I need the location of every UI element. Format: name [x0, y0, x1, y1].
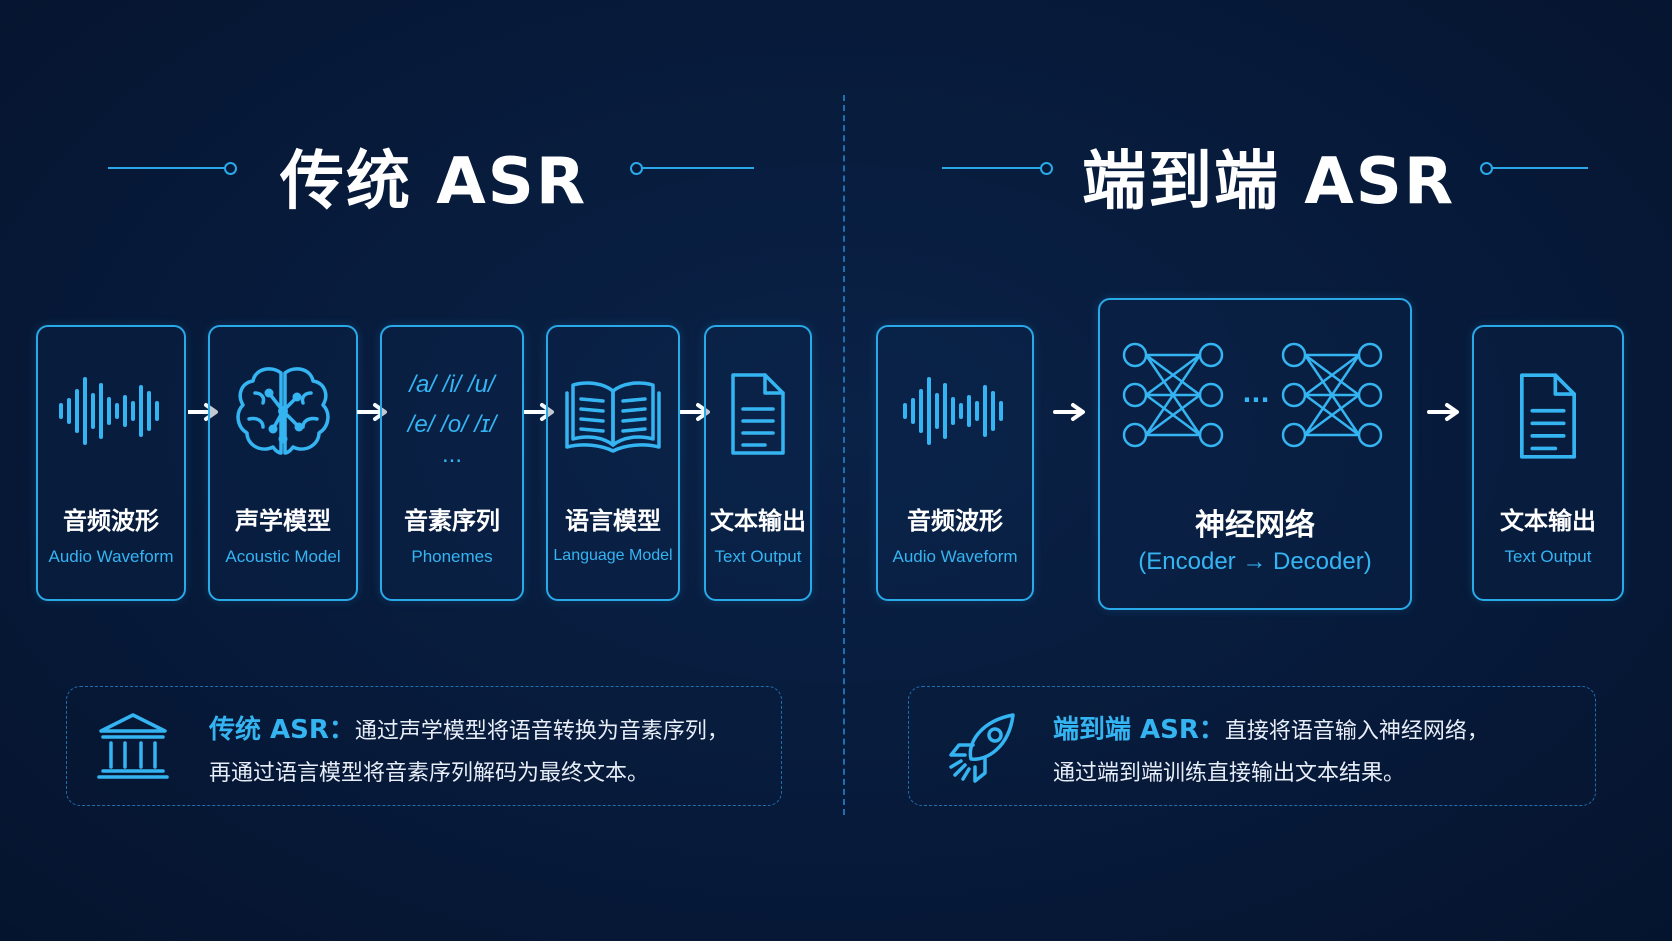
step-language-model: 语言模型 Language Model — [546, 325, 680, 601]
note-text: 通过声学模型将语音转换为音素序列， — [354, 719, 729, 744]
step-label-cn: 音频波形 — [63, 507, 159, 535]
document-icon — [731, 373, 785, 455]
step-label-en: Acoustic Model — [225, 547, 341, 566]
waveform-icon — [903, 377, 1003, 445]
note-line-1: 传统 ASR：通过声学模型将语音转换为音素序列， — [209, 709, 729, 746]
end-to-end-asr-title: 端到端 ASR — [1082, 145, 1456, 219]
brain-icon — [236, 367, 330, 455]
step-label-cn: 音频波形 — [907, 507, 1003, 535]
note-line-1: 端到端 ASR：直接将语音输入神经网络， — [1053, 709, 1489, 746]
step-text-output: 文本输出 Text Output — [1472, 325, 1624, 601]
step-label-cn: 音素序列 — [404, 507, 500, 535]
traditional-asr-note: 传统 ASR：通过声学模型将语音转换为音素序列， 再通过语言模型将音素序列解码为… — [66, 686, 782, 806]
step-label-cn: 语言模型 — [565, 507, 661, 535]
document-icon — [1520, 373, 1576, 459]
step-acoustic-model: 声学模型 Acoustic Model — [208, 325, 358, 601]
step-label-cn: 声学模型 — [235, 507, 331, 535]
step-label-cn: 文本输出 — [1500, 507, 1596, 535]
arrow-right-icon — [1053, 403, 1085, 421]
step-label-en: Audio Waveform — [48, 547, 174, 566]
note-line-2: 通过端到端训练直接输出文本结果。 — [1053, 761, 1406, 786]
step-audio-waveform: 音频波形 Audio Waveform — [876, 325, 1034, 601]
bank-building-icon — [97, 713, 169, 779]
step-label-en: Phonemes — [411, 547, 493, 566]
note-highlight: 端到端 ASR： — [1053, 715, 1225, 745]
title-decoration-left — [942, 162, 1072, 175]
step-label-en: (Encoder → Decoder) — [1138, 548, 1372, 575]
end-to-end-asr-note: 端到端 ASR：直接将语音输入神经网络， 通过端到端训练直接输出文本结果。 — [908, 686, 1596, 806]
step-phonemes: /a/ /i/ /u/ /e/ /o/ /ɪ/ ... 音素序列 Phoneme… — [380, 325, 524, 601]
phoneme-ellipsis: ... — [441, 441, 462, 468]
step-label-cn: 神经网络 — [1195, 508, 1315, 543]
step-label-en: Text Output — [1504, 547, 1592, 566]
step-label-en: Audio Waveform — [892, 547, 1018, 566]
waveform-icon — [59, 377, 159, 445]
phoneme-line: /a/ /i/ /u/ — [409, 371, 495, 398]
section-divider — [843, 95, 845, 815]
book-icon — [565, 381, 661, 453]
arrow-right-icon — [1427, 403, 1459, 421]
phoneme-line: /e/ /o/ /ɪ/ — [407, 411, 497, 438]
note-highlight: 传统 ASR： — [209, 715, 355, 745]
title-decoration-right — [1480, 162, 1600, 175]
step-label-en: Text Output — [714, 547, 802, 566]
step-audio-waveform: 音频波形 Audio Waveform — [36, 325, 186, 601]
rocket-icon — [949, 713, 1015, 783]
note-line-2: 再通过语言模型将音素序列解码为最终文本。 — [209, 761, 650, 786]
title-decoration-right — [630, 162, 760, 175]
step-label-en: Language Model — [553, 547, 673, 564]
step-neural-network: ... 神经网络 (Encoder → Decoder) — [1098, 298, 1412, 610]
step-text-output: 文本输出 Text Output — [704, 325, 812, 601]
traditional-asr-title: 传统 ASR — [280, 145, 588, 219]
step-label-cn: 文本输出 — [710, 507, 806, 535]
note-text: 直接将语音输入神经网络， — [1224, 719, 1489, 744]
ellipsis-text: ... — [1242, 380, 1270, 408]
title-decoration-left — [108, 162, 238, 175]
